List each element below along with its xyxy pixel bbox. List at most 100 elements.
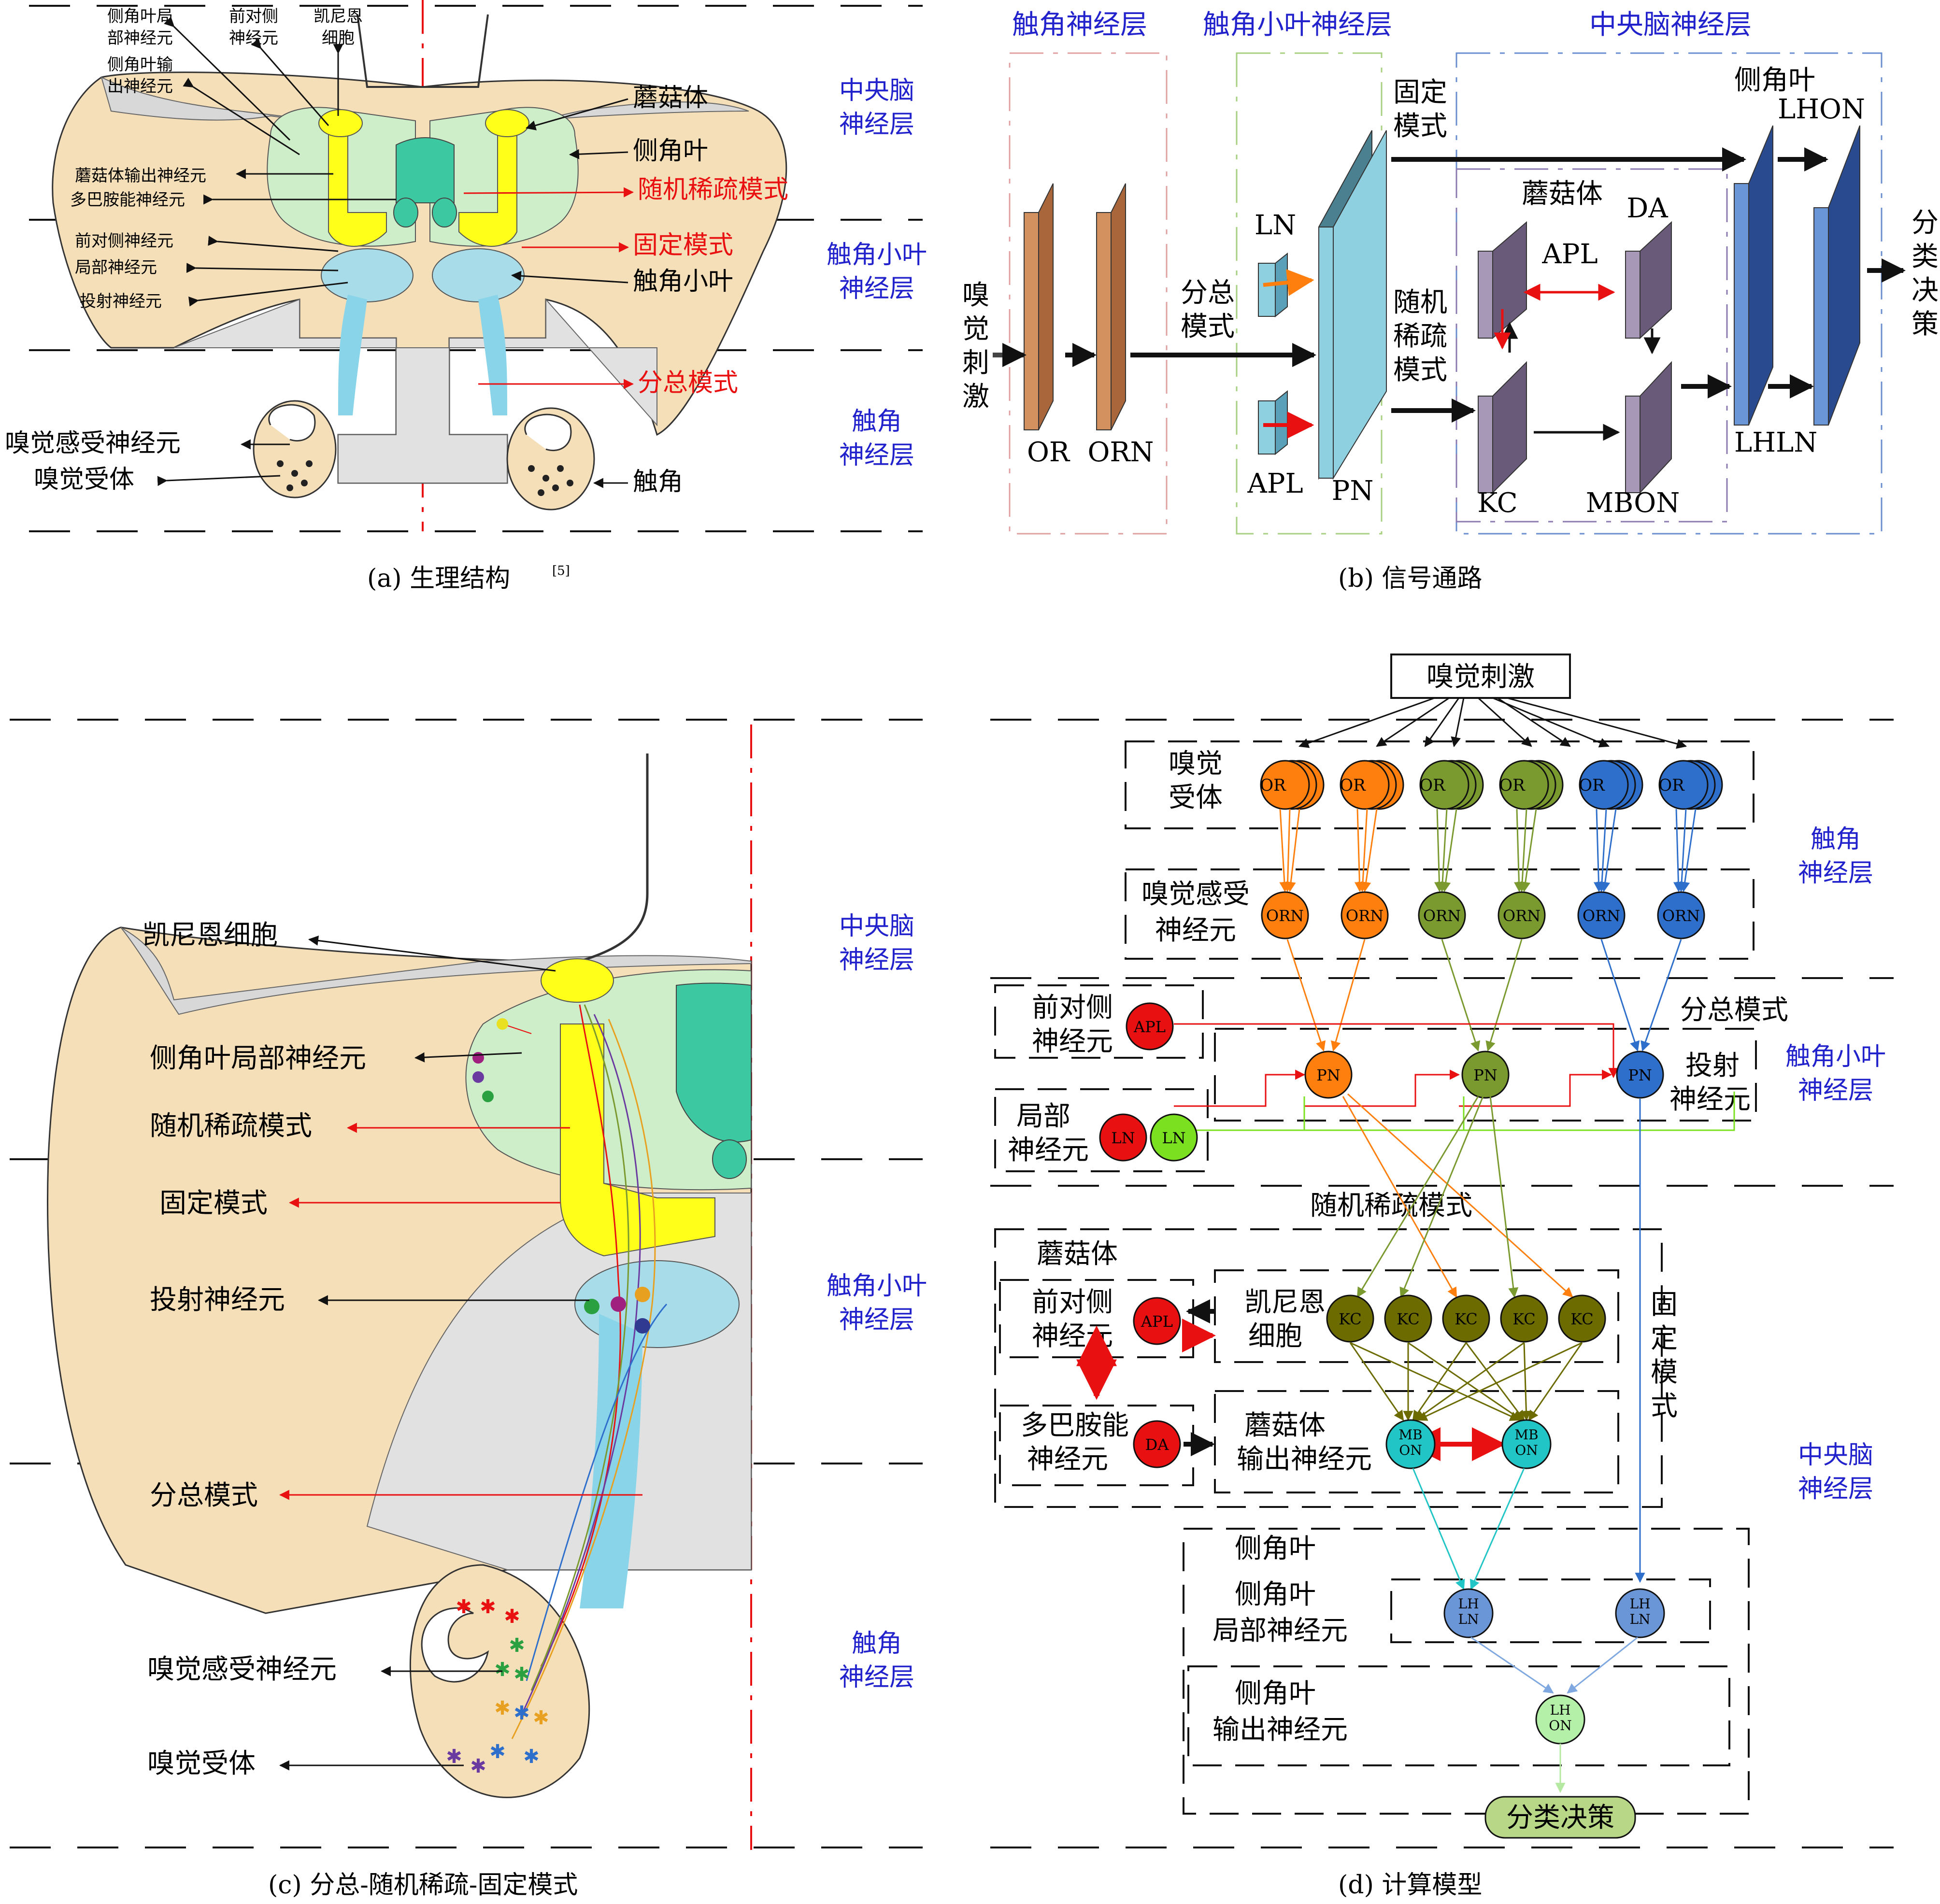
d-pn-1: 投射 xyxy=(1685,1050,1740,1081)
label-fanin: 分总模式 xyxy=(638,369,738,398)
label-mb: 蘑菇体 xyxy=(633,84,708,113)
panel-d-layer-labels: 触角 神经层 触角小叶 神经层 中央脑 神经层 xyxy=(1785,825,1886,1504)
panel-d-mbon-lhln-arrows xyxy=(1412,1468,1525,1590)
label-da: 多巴胺能神经元 xyxy=(70,190,185,210)
panel-c-arrows xyxy=(279,935,642,1771)
layer-a-an-2: 神经层 xyxy=(839,441,914,470)
panel-a-central-complex xyxy=(396,137,455,203)
node-ln: LN xyxy=(1255,210,1296,241)
layer-a-al-2: 神经层 xyxy=(839,274,914,303)
svg-text:✱: ✱ xyxy=(470,1755,486,1777)
panel-a-right-labels: 蘑菇体 侧角叶 触角小叶 触角 xyxy=(633,84,733,497)
or-1-text: OR xyxy=(1260,776,1286,795)
label-pn-left: 投射神经元 xyxy=(80,292,162,311)
random-3: 模式 xyxy=(1393,355,1447,386)
panel-c-antenna xyxy=(409,1564,590,1798)
layer-a-cb-2: 神经层 xyxy=(839,110,914,139)
layer-c-cb-2: 神经层 xyxy=(839,946,914,975)
layer-a-al-1: 触角小叶 xyxy=(827,241,927,270)
d-apl2-1: 前对侧 xyxy=(1032,1287,1113,1318)
layer-d-cb-1: 中央脑 xyxy=(1798,1441,1873,1470)
label-apl-1: 前对侧 xyxy=(229,7,278,26)
panel-b-lhln-layer xyxy=(1734,125,1773,426)
d-fixed-2: 定 xyxy=(1651,1323,1678,1354)
panel-c-receptor-stars: ✱✱✱ ✱✱✱ ✱✱✱ ✱✱✱✱ xyxy=(446,1596,549,1777)
lhln-2-text-a: LH xyxy=(1629,1596,1650,1612)
panel-d-or-row: OR OR OR OR xyxy=(1260,760,1723,810)
d-lhln-node-2: LHLN xyxy=(1615,1588,1665,1638)
c-label-fanin: 分总模式 xyxy=(150,1480,258,1511)
kc-node-1: KC xyxy=(1326,1294,1374,1343)
svg-text:✱: ✱ xyxy=(509,1634,525,1657)
panel-a-red-arrows xyxy=(463,187,634,389)
panel-d-orn-pn-arrows xyxy=(1286,939,1682,1052)
panel-a-right-arrows xyxy=(511,98,628,488)
panel-b-apl-block xyxy=(1258,390,1314,455)
layer-d-al-1: 触角小叶 xyxy=(1785,1042,1886,1071)
layer-c-cb-1: 中央脑 xyxy=(839,912,914,941)
d-fanin: 分总模式 xyxy=(1680,995,1788,1026)
d-apl-2: 神经元 xyxy=(1032,1026,1113,1057)
d-da-2: 神经元 xyxy=(1027,1444,1108,1475)
node-da: DA xyxy=(1626,193,1668,224)
c-label-lhln: 侧角叶局部神经元 xyxy=(150,1043,366,1074)
layer-c-an-2: 神经层 xyxy=(839,1663,914,1692)
orn-2-text: ORN xyxy=(1346,907,1384,925)
panel-a-calyx-right xyxy=(485,109,529,137)
d-apl2-2: 神经元 xyxy=(1032,1321,1113,1352)
node-kc: KC xyxy=(1477,487,1517,519)
d-pn-2-text: PN xyxy=(1473,1066,1498,1084)
d-orn-1: 嗅觉感受 xyxy=(1141,879,1250,910)
fanin-1: 分总 xyxy=(1181,277,1235,309)
panel-d-row-labels: 嗅觉 受体 嗅觉感受 神经元 前对侧 神经元 局部 神经元 投射 神经元 分总模… xyxy=(1008,748,1788,1746)
panel-c: ✱✱✱ ✱✱✱ ✱✱✱ ✱✱✱✱ 凯尼恩细胞 侧角叶局部神经元 随机稀疏模式 固… xyxy=(10,719,927,1900)
orn-node-2: ORN xyxy=(1341,891,1389,939)
label-ln-left: 局部神经元 xyxy=(75,258,157,277)
kc-node-3: KC xyxy=(1442,1294,1490,1343)
label-kc-1: 凯尼恩 xyxy=(314,7,363,26)
layer-d-an-2: 神经层 xyxy=(1798,859,1873,888)
panel-c-neck-top xyxy=(579,753,649,963)
panel-b-output: 分 类 决 策 xyxy=(1911,207,1939,340)
panel-a-layer-labels: 中央脑 神经层 触角小叶 神经层 触角 神经层 xyxy=(827,76,927,470)
or-stack-2: OR xyxy=(1340,760,1404,810)
mbon-1-text-a: MB xyxy=(1398,1427,1422,1443)
d-lhln-2: 局部神经元 xyxy=(1212,1615,1348,1647)
kc-4-text: KC xyxy=(1512,1310,1536,1328)
d-da-node: DA xyxy=(1133,1420,1181,1468)
or-stack-5: OR xyxy=(1579,760,1643,810)
decision-box xyxy=(1484,1796,1636,1839)
panel-a-antennal-lobe-left xyxy=(321,248,414,302)
d-da-1: 多巴胺能 xyxy=(1021,1410,1129,1441)
layer-a-cb-1: 中央脑 xyxy=(839,76,914,105)
kc-node-2: KC xyxy=(1384,1294,1432,1343)
d-ln-1-text: LN xyxy=(1111,1129,1135,1147)
d-pn-3-text: PN xyxy=(1628,1066,1652,1084)
node-orn: ORN xyxy=(1087,437,1154,468)
d-kc-1: 凯尼恩 xyxy=(1244,1287,1326,1318)
panel-c-central-green xyxy=(676,982,752,1143)
d-lhon-node: LHON xyxy=(1535,1694,1585,1745)
panel-d-inhibition-lines xyxy=(1174,1023,1735,1131)
panel-c-pn-dots xyxy=(584,1287,650,1334)
fanin-2: 模式 xyxy=(1181,311,1235,342)
svg-text:✱: ✱ xyxy=(533,1707,549,1729)
layer-c-al-1: 触角小叶 xyxy=(827,1272,927,1301)
panel-d-pn-kc-arrows xyxy=(1342,1093,1645,1583)
input-4: 激 xyxy=(962,381,989,412)
panel-b-kc-apl-block xyxy=(1478,221,1527,340)
panel-a-noduli-left xyxy=(393,198,418,227)
kc-2-text: KC xyxy=(1397,1310,1420,1328)
fixed-2: 模式 xyxy=(1393,111,1447,142)
panel-b-mb-arrows xyxy=(1494,284,1661,441)
panel-a-bottom-arrows xyxy=(157,439,290,486)
mbon-2-text-b: ON xyxy=(1515,1442,1538,1458)
panel-d-kc-row: KC KC KC KC KC xyxy=(1326,1294,1606,1343)
panel-c-calyx xyxy=(541,958,614,1003)
layer-d-cb-2: 神经层 xyxy=(1798,1475,1873,1504)
d-fixed-4: 式 xyxy=(1651,1391,1678,1422)
or-3-text: OR xyxy=(1419,776,1446,795)
label-al: 触角小叶 xyxy=(633,267,733,296)
panel-c-cuticle-grey xyxy=(120,927,752,1015)
d-mbon-2: 输出神经元 xyxy=(1237,1444,1372,1475)
